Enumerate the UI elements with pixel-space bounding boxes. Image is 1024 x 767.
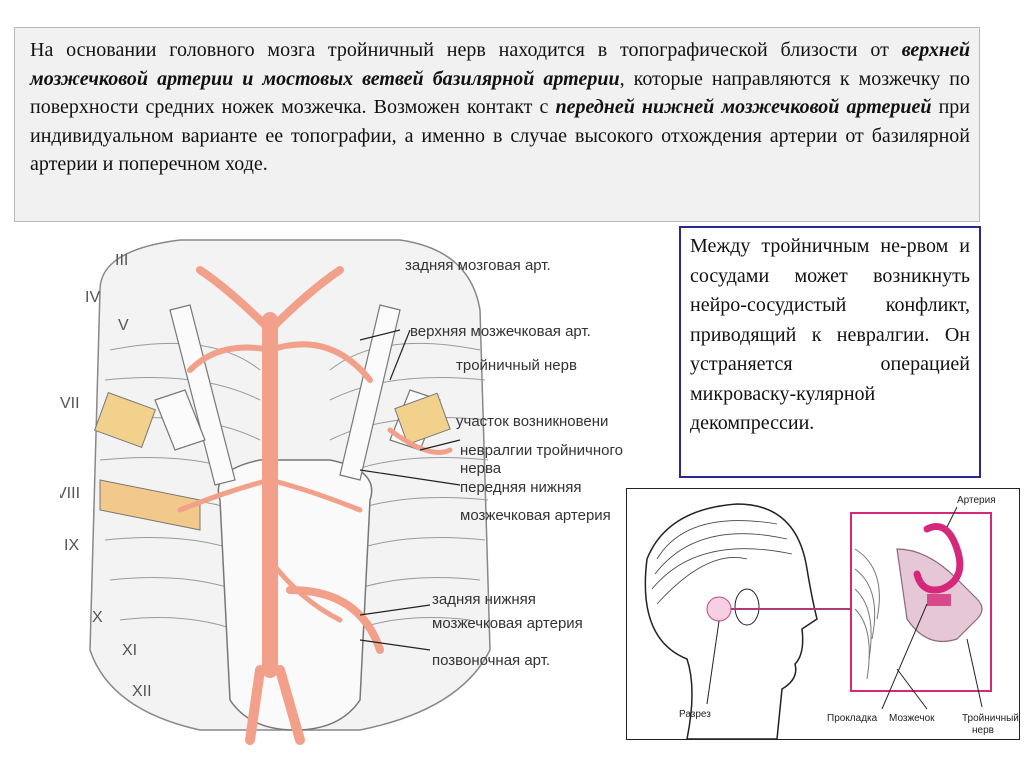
label-site-line3: нерва: [460, 460, 502, 477]
label-trigeminal: тройничный нерв: [456, 357, 577, 374]
pointer-lines: [359, 329, 461, 651]
paragraph-part-2: , которые направляются к мозжечку по пов…: [30, 67, 971, 119]
teflon-pad: [927, 594, 951, 606]
label-pad: Прокладка: [827, 713, 878, 724]
paragraph-part-1: На основании головного мозга тройничный …: [30, 39, 902, 61]
label-pica-line2: мозжечковая артерия: [432, 615, 583, 632]
side-note-panel: [679, 226, 981, 478]
incision-spot: [706, 596, 732, 622]
numeral-xii: XII: [132, 683, 152, 700]
brainstem-diagram: III IV V VII VIII IX X XI XII задняя моз…: [56, 230, 660, 750]
surgery-labels: Артерия Разрез Прокладка Мозжечок Тройни…: [679, 495, 1019, 736]
label-site-line2: невралгии тройничного: [460, 442, 623, 459]
numeral-v: V: [118, 317, 129, 334]
side-note-text: Между тройничным не-рвом и сосудами може…: [690, 235, 970, 434]
nerve-viii-bundle: [99, 479, 201, 531]
artery-loop: [913, 523, 964, 594]
numeral-iii: III: [115, 252, 128, 269]
label-trigeminal-line2: нерв: [972, 725, 994, 736]
paragraph-emphasis-1: верхней мозжечковой артерии и мостовых в…: [30, 39, 970, 90]
numeral-vii: VII: [60, 395, 80, 412]
top-paragraph: На основании головного мозга тройничный …: [30, 36, 970, 179]
paragraph-emphasis-2: передней нижней мозжечковой артерией: [555, 96, 932, 118]
ear: [734, 588, 760, 626]
numeral-viii: VIII: [60, 485, 80, 502]
label-aica-line1: передняя нижняя: [460, 479, 582, 496]
hair-lines: [651, 520, 793, 605]
artery-paths: [177, 266, 453, 745]
label-trigeminal-line1: Тройничный: [962, 713, 1019, 724]
label-superior-cerebellar: верхняя мозжечковая арт.: [410, 323, 591, 340]
label-aica-line2: мозжечковая артерия: [460, 507, 611, 524]
label-cerebellum: Мозжечок: [889, 713, 935, 724]
paragraph-part-3: при индивидуальном варианте ее топографи…: [30, 96, 971, 175]
artery-labels: задняя мозговая арт. верхняя мозжечковая…: [405, 257, 623, 669]
numeral-x: X: [92, 609, 103, 626]
numeral-ix: IX: [64, 537, 79, 554]
surgery-diagram: Артерия Разрез Прокладка Мозжечок Тройни…: [626, 488, 1020, 740]
label-posterior-cerebral: задняя мозговая арт.: [405, 257, 551, 274]
incision-pointer: [706, 620, 720, 705]
nerve-numerals: III IV V VII VIII IX X XI XII: [56, 252, 152, 700]
head-profile: [644, 503, 818, 740]
inset-pointers: [881, 506, 983, 710]
numeral-iv: IV: [85, 289, 100, 306]
label-artery: Артерия: [957, 495, 996, 506]
nerve-stump-right: [394, 392, 451, 446]
cerebellum-folia: [854, 548, 880, 680]
nerve-stump-left: [94, 392, 156, 448]
brainstem-body: [217, 459, 373, 731]
label-vertebral: позвоночная арт.: [432, 652, 550, 669]
brainstem-svg: III IV V VII VIII IX X XI XII задняя моз…: [56, 239, 623, 745]
label-incision: Разрез: [679, 709, 711, 720]
numeral-xi: XI: [122, 642, 137, 659]
top-text-panel: [14, 27, 980, 222]
label-site-line1: участок возникновени: [456, 413, 608, 430]
label-pica-line1: задняя нижняя: [432, 591, 536, 608]
surgery-svg: Артерия Разрез Прокладка Мозжечок Тройни…: [644, 495, 1019, 740]
